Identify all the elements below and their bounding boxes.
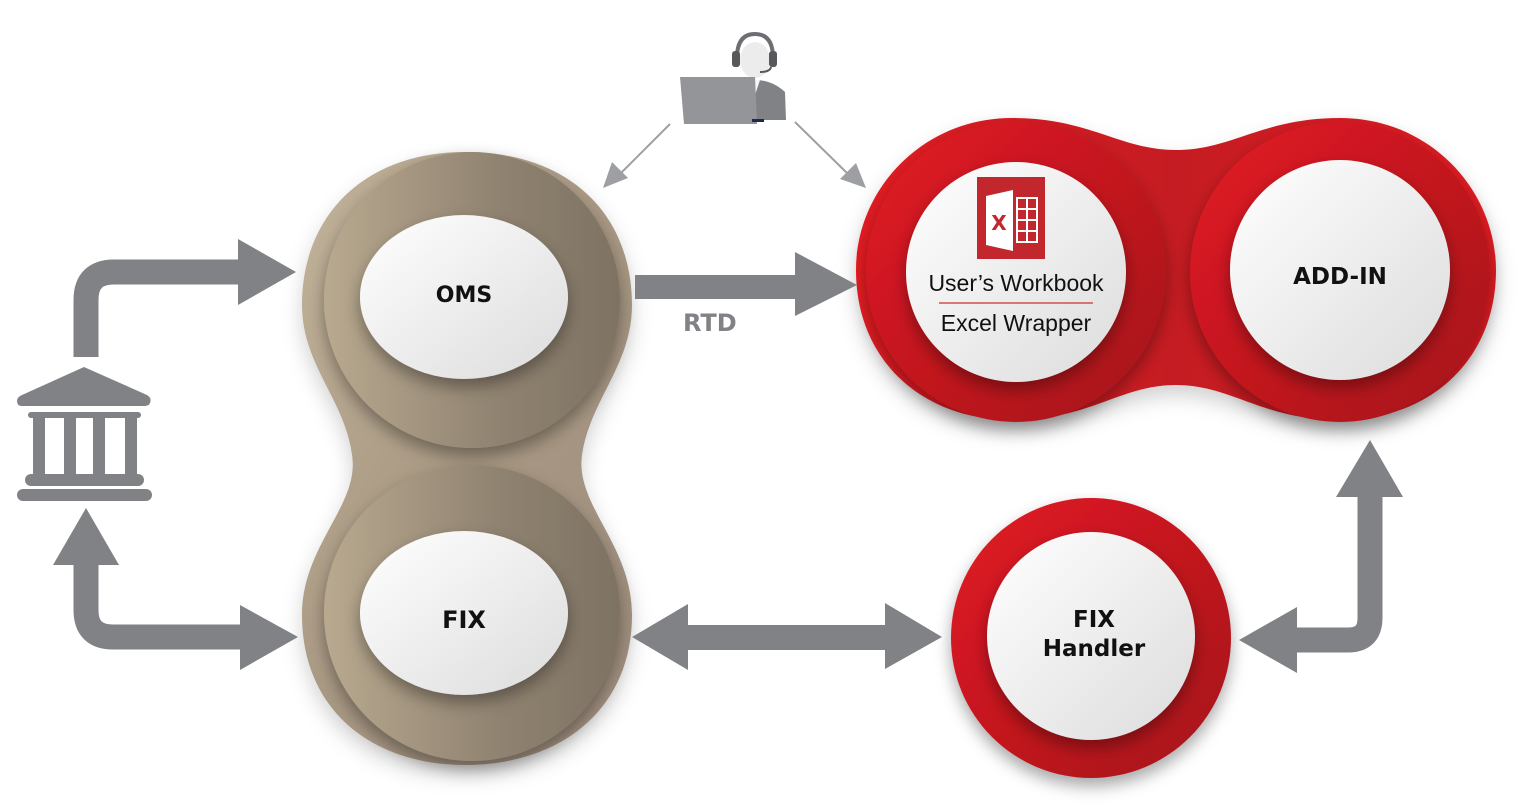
arrow-bank-to-oms (73, 239, 296, 357)
workbook-node[interactable]: X User’s Workbook Excel Wrapper (866, 122, 1166, 422)
fix-handler-label-line1: FIX (1073, 607, 1115, 633)
fix-handler-disc (987, 532, 1195, 740)
addin-disc (1230, 160, 1450, 380)
oms-disc (360, 215, 568, 379)
addin-node[interactable]: ADD-IN (1190, 122, 1490, 422)
fix-handler-label-line2: Handler (1043, 636, 1146, 662)
workbook-subtitle: Excel Wrapper (941, 310, 1092, 336)
workbook-title: User’s Workbook (928, 270, 1104, 296)
addin-label: ADD-IN (1293, 264, 1387, 290)
fix-disc (360, 531, 568, 695)
svg-text:X: X (991, 211, 1007, 235)
fix-node[interactable]: FIX (324, 465, 620, 761)
arrow-user-to-oms (603, 123, 671, 188)
user-headset-laptop-icon (680, 31, 786, 124)
arrow-fix-handler (632, 603, 942, 670)
excel-icon: X (977, 177, 1045, 259)
fix-handler-node[interactable]: FIX Handler (951, 498, 1231, 778)
workbook-disc (906, 162, 1126, 382)
rtd-label: RTD (683, 309, 737, 337)
arrow-user-to-workbook (794, 121, 866, 188)
fix-label: FIX (442, 606, 486, 634)
arrow-handler-addin (1239, 440, 1403, 673)
oms-label: OMS (436, 283, 492, 308)
bank-icon (17, 367, 152, 501)
arrow-bank-fix (53, 508, 298, 670)
rtd-arrow (635, 252, 857, 316)
oms-node[interactable]: OMS (324, 152, 620, 448)
